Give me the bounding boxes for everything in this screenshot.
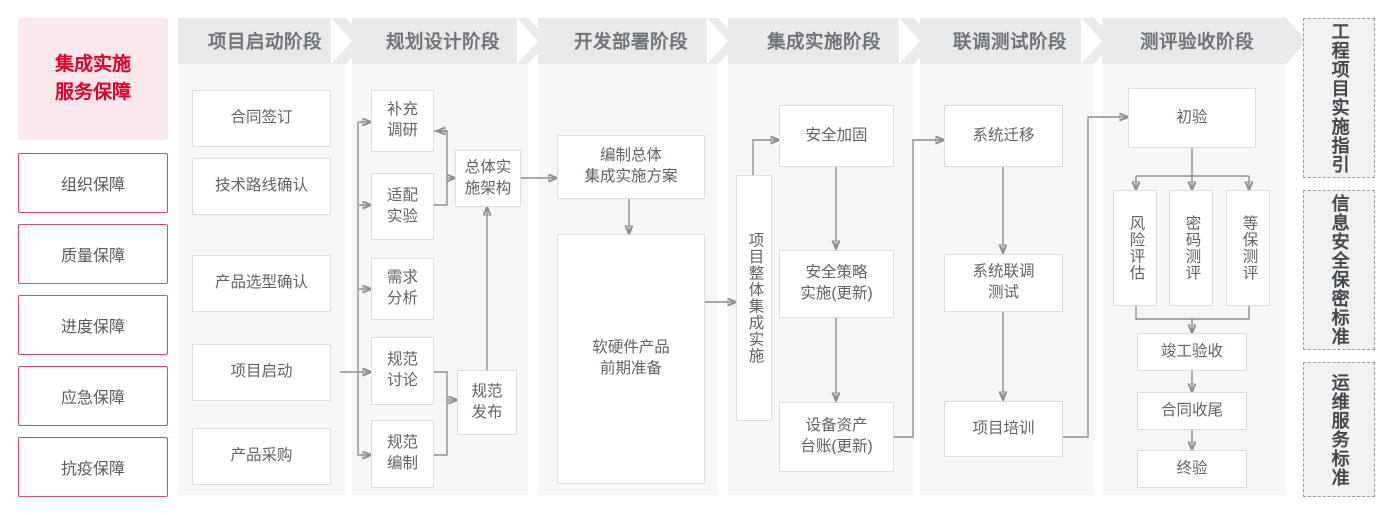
phase-banner-6[interactable]: 测评验收阶段 <box>1081 18 1307 64</box>
standard-box-1[interactable]: 信息安全保密标准 <box>1303 190 1375 350</box>
node-overall-integration[interactable]: 项目整体集成实施 <box>736 175 772 421</box>
guarantee-box-4[interactable]: 抗疫保障 <box>18 437 168 497</box>
node-final-acceptance[interactable]: 终验 <box>1137 450 1247 488</box>
phase-banner-1[interactable]: 项目启动阶段 <box>178 18 367 64</box>
guarantee-box-1[interactable]: 质量保障 <box>18 224 168 284</box>
node-completion-acceptance[interactable]: 竣工验收 <box>1137 333 1247 371</box>
standard-box-2[interactable]: 运维服务标准 <box>1303 362 1375 497</box>
node-project-training[interactable]: 项目培训 <box>944 401 1063 457</box>
node-compile-plan[interactable]: 编制总体 集成实施方案 <box>557 135 705 199</box>
node-spec-discuss[interactable]: 规范 讨论 <box>371 337 434 405</box>
node-system-joint-test[interactable]: 系统联调 测试 <box>944 254 1063 312</box>
guarantee-box-2[interactable]: 进度保障 <box>18 295 168 355</box>
node-mlps-eval[interactable]: 等保测评 <box>1226 190 1270 306</box>
node-spec-release[interactable]: 规范 发布 <box>457 370 517 435</box>
node-crypto-eval[interactable]: 密码测评 <box>1169 190 1213 306</box>
node-supplement-research[interactable]: 补充 调研 <box>371 90 434 152</box>
phase-banner-3-label: 开发部署阶段 <box>573 31 688 52</box>
phase-banner-2-label: 规划设计阶段 <box>385 31 500 52</box>
node-product-purchase[interactable]: 产品采购 <box>192 428 331 485</box>
node-overall-arch[interactable]: 总体实 施架构 <box>455 150 521 207</box>
node-first-acceptance[interactable]: 初验 <box>1128 88 1256 148</box>
node-risk-assessment[interactable]: 风险评估 <box>1113 190 1157 306</box>
phase-banner-3[interactable]: 开发部署阶段 <box>517 18 739 64</box>
phase-banner-5-label: 联调测试阶段 <box>952 31 1067 52</box>
node-asset-ledger[interactable]: 设备资产 台账(更新) <box>779 402 894 472</box>
phase-banner-5[interactable]: 联调测试阶段 <box>899 18 1115 64</box>
node-spec-author[interactable]: 规范 编制 <box>371 420 434 488</box>
node-project-start[interactable]: 项目启动 <box>192 344 331 401</box>
node-contract[interactable]: 合同签订 <box>192 90 331 147</box>
node-adaptation-test[interactable]: 适配 实验 <box>371 173 434 240</box>
node-system-migration[interactable]: 系统迁移 <box>944 105 1063 167</box>
node-requirement-analysis[interactable]: 需求 分析 <box>371 258 434 320</box>
guarantee-box-3[interactable]: 应急保障 <box>18 366 168 426</box>
phase-banner-2[interactable]: 规划设计阶段 <box>331 18 549 64</box>
node-security-policy[interactable]: 安全策略 实施(更新) <box>779 250 894 318</box>
phase-banner-6-label: 测评验收阶段 <box>1139 31 1254 52</box>
node-contract-closure[interactable]: 合同收尾 <box>1137 392 1247 430</box>
phase-banner-1-label: 项目启动阶段 <box>207 31 322 52</box>
standard-box-0[interactable]: 工程项目实施指引 <box>1303 18 1375 178</box>
node-hw-sw-prep[interactable]: 软硬件产品 前期准备 <box>557 234 705 484</box>
node-security-harden[interactable]: 安全加固 <box>779 105 894 167</box>
node-tech-route[interactable]: 技术路线确认 <box>192 158 331 215</box>
node-product-select[interactable]: 产品选型确认 <box>192 255 331 312</box>
hero-title-box: 集成实施 服务保障 <box>18 18 168 140</box>
phase-banner-4[interactable]: 集成实施阶段 <box>707 18 935 64</box>
phase-banner-4-label: 集成实施阶段 <box>766 31 881 52</box>
guarantee-box-0[interactable]: 组织保障 <box>18 153 168 213</box>
